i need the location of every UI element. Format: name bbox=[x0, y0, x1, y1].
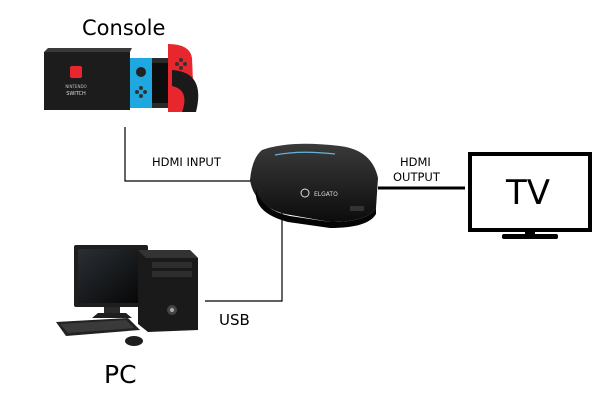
switch-console-image: NINTENDO SWITCH bbox=[44, 44, 198, 112]
hdmi-input-cable bbox=[125, 127, 252, 181]
hdmi-output-label-line2: OUTPUT bbox=[393, 172, 440, 184]
hdmi-input-label: HDMI INPUT bbox=[152, 157, 221, 169]
pc-label: PC bbox=[104, 362, 137, 387]
tv-label: TV bbox=[506, 176, 550, 210]
usb-cable bbox=[205, 212, 282, 301]
switch-logo-top: NINTENDO bbox=[65, 84, 86, 89]
switch-logo-bottom: SWITCH bbox=[66, 91, 86, 97]
console-label: Console bbox=[82, 18, 165, 39]
tv-stand-base bbox=[502, 234, 558, 239]
pc-image bbox=[56, 245, 198, 346]
joycon-left bbox=[130, 58, 152, 108]
capture-card-image: ELGATO bbox=[250, 144, 378, 228]
hdmi-output-label-line1: HDMI bbox=[400, 157, 431, 169]
capture-card-brand: ELGATO bbox=[314, 191, 338, 198]
usb-label: USB bbox=[219, 313, 250, 328]
pc-mouse bbox=[125, 336, 143, 346]
switch-dock bbox=[44, 52, 130, 110]
